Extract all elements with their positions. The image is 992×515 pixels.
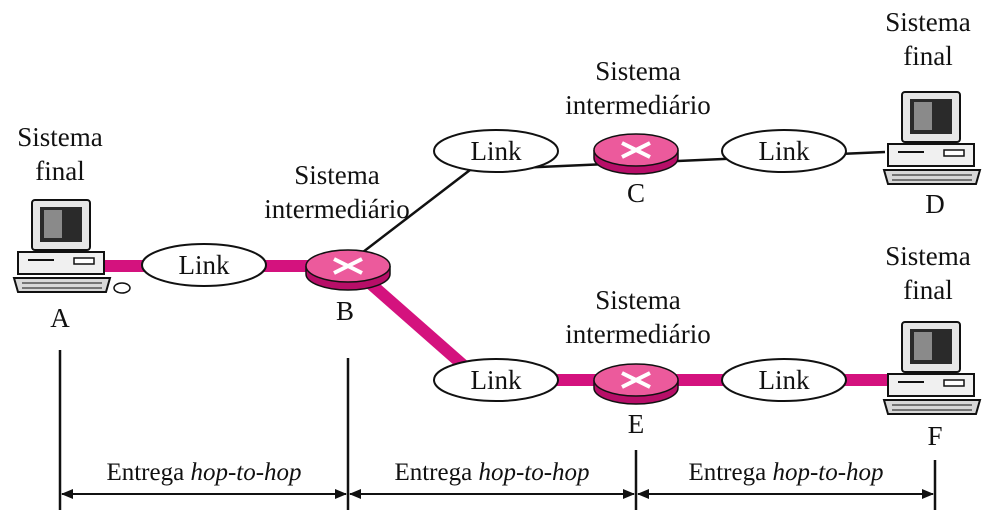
- link-label: Link: [759, 136, 810, 166]
- intermediate-system-label-b: Sistema: [294, 160, 380, 190]
- link-label: Link: [759, 365, 810, 395]
- link-oval-ef: Link: [721, 358, 847, 402]
- intermediate-system-label-e: intermediário: [565, 319, 710, 349]
- end-system-label-f: Sistema: [885, 241, 971, 271]
- intermediate-system-label-b: intermediário: [264, 194, 409, 224]
- computer-icon: [882, 91, 982, 185]
- link-oval-ab: Link: [141, 243, 267, 287]
- hop-boundaries: [58, 350, 937, 510]
- computer-icon: [882, 321, 982, 415]
- delivery-label-3: Entrega hop-to-hop: [688, 459, 883, 486]
- end-system-label-d: Sistema: [885, 7, 971, 37]
- node-c-label: C: [627, 178, 645, 208]
- router-icon: [305, 249, 391, 291]
- node-f-label: F: [927, 421, 942, 451]
- end-system-label-f: final: [903, 275, 952, 305]
- node-e-label: E: [628, 409, 645, 439]
- computers: [12, 91, 982, 415]
- router-icon: [593, 363, 679, 405]
- system-labels: Sistema final Sistema final Sistema fina…: [17, 7, 971, 349]
- link-label: Link: [471, 365, 522, 395]
- link-oval-be: Link: [433, 358, 559, 402]
- delivery-labels: Entrega hop-to-hop Entrega hop-to-hop En…: [106, 459, 883, 486]
- link-label: Link: [471, 136, 522, 166]
- intermediate-system-label-c: Sistema: [595, 56, 681, 86]
- link-label: Link: [179, 250, 230, 280]
- delivery-label-1: Entrega hop-to-hop: [106, 459, 301, 486]
- intermediate-system-label-e: Sistema: [595, 285, 681, 315]
- node-letters: A B C D E F: [50, 178, 945, 451]
- link-ovals: Link Link Link Link Link: [141, 129, 847, 402]
- node-a-label: A: [50, 303, 70, 333]
- node-b-label: B: [336, 296, 354, 326]
- intermediate-system-label-c: intermediário: [565, 90, 710, 120]
- node-d-label: D: [925, 189, 945, 219]
- end-system-label-a: final: [35, 156, 84, 186]
- router-icon: [593, 133, 679, 175]
- end-system-label-a: Sistema: [17, 122, 103, 152]
- computer-icon: [12, 199, 131, 294]
- routers: [305, 133, 679, 405]
- path-b-e: [351, 265, 484, 385]
- link-oval-cd: Link: [721, 129, 847, 173]
- end-system-label-d: final: [903, 41, 952, 71]
- link-oval-bc: Link: [433, 129, 559, 173]
- delivery-label-2: Entrega hop-to-hop: [394, 459, 589, 486]
